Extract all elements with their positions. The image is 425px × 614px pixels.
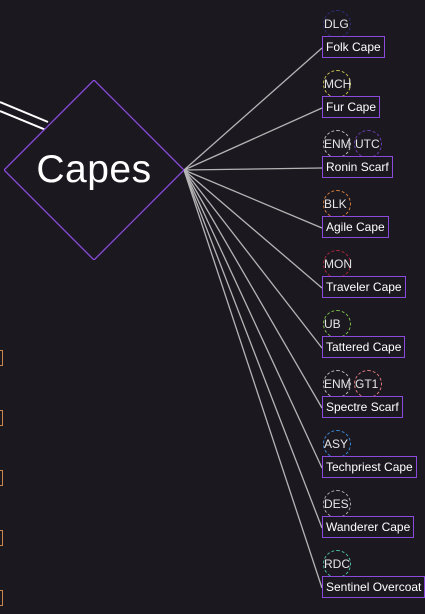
leaf-node-label[interactable]: Traveler Cape bbox=[322, 276, 406, 298]
leaf-node-label[interactable]: Techpriest Cape bbox=[322, 456, 417, 478]
offscreen-node-stub[interactable] bbox=[0, 470, 3, 486]
leaf-connector-line bbox=[183, 169, 323, 349]
offscreen-node-stub[interactable] bbox=[0, 590, 3, 606]
tag-label: MON bbox=[324, 257, 352, 271]
leaf-node-label[interactable]: Ronin Scarf bbox=[322, 156, 393, 178]
tag-label: DES bbox=[324, 497, 349, 511]
tag-label: DLG bbox=[324, 17, 349, 31]
leaf-node-label[interactable]: Wanderer Cape bbox=[322, 516, 415, 538]
leaf-node-label[interactable]: Spectre Scarf bbox=[322, 396, 403, 418]
hub-node[interactable]: Capes bbox=[4, 80, 184, 260]
tag-label: UTC bbox=[355, 137, 380, 151]
hub-node-label: Capes bbox=[36, 148, 152, 191]
tag-label: MCH bbox=[324, 77, 352, 91]
leaf-node-label[interactable]: Fur Cape bbox=[322, 96, 381, 118]
leaf-connector-line bbox=[183, 107, 323, 171]
leaf-connector-line bbox=[183, 167, 323, 171]
tag-label: UB bbox=[324, 317, 341, 331]
leaf-node-label[interactable]: Folk Cape bbox=[322, 36, 385, 58]
tag-label: BLK bbox=[324, 197, 347, 211]
hub-diamond-shape bbox=[4, 80, 184, 260]
leaf-connector-line bbox=[183, 169, 323, 589]
tag-label: ENM bbox=[324, 377, 351, 391]
offscreen-node-stub[interactable] bbox=[0, 530, 3, 546]
tag-label: RDC bbox=[324, 557, 350, 571]
leaf-connector-line bbox=[183, 169, 323, 289]
offscreen-node-stub[interactable] bbox=[0, 350, 3, 366]
leaf-connector-line bbox=[183, 47, 323, 171]
tag-label: ASY bbox=[324, 437, 349, 451]
leaf-connector-line bbox=[183, 169, 323, 529]
leaf-node-label[interactable]: Agile Cape bbox=[322, 216, 389, 238]
leaf-connector-line bbox=[183, 169, 323, 469]
tag-label: GT1 bbox=[355, 377, 379, 391]
leaf-connector-line bbox=[183, 169, 323, 409]
leaf-node-label[interactable]: Sentinel Overcoat bbox=[322, 576, 425, 598]
tag-label: ENM bbox=[324, 137, 351, 151]
leaf-connector-line bbox=[183, 169, 323, 229]
leaf-node-label[interactable]: Tattered Cape bbox=[322, 336, 406, 358]
offscreen-node-stub[interactable] bbox=[0, 410, 3, 426]
